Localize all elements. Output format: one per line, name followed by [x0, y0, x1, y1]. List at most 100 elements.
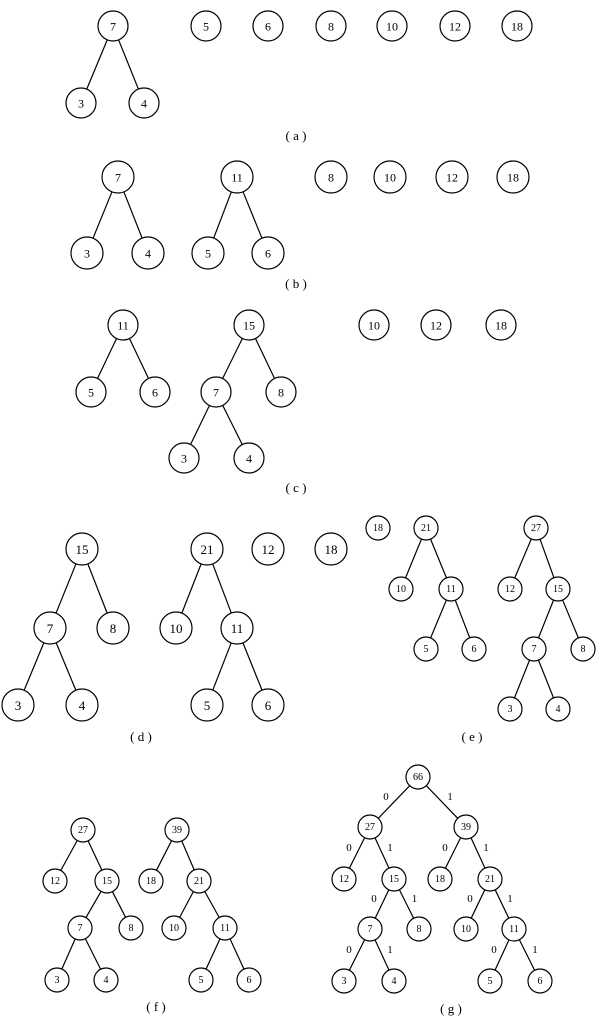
node-weight-label: 11 [117, 319, 129, 333]
tree-node: 18 [496, 160, 530, 194]
node-weight-label: 12 [339, 874, 349, 885]
tree-node: 27 [70, 817, 96, 843]
tree-edge [96, 338, 118, 379]
node-weight-label: 27 [531, 523, 541, 534]
tree-node: 7 [521, 636, 547, 662]
tree-edge [513, 659, 531, 699]
tree-edge [374, 939, 390, 971]
tree-node: 8 [118, 915, 144, 941]
panel-caption-e: ( e ) [462, 729, 483, 744]
tree-node: 18 [138, 868, 164, 894]
node-circle [438, 576, 464, 602]
tree-edge [181, 840, 195, 871]
node-weight-label: 11 [220, 923, 230, 934]
node-weight-label: 8 [328, 171, 334, 185]
tree-node: 39 [453, 814, 479, 840]
node-weight-label: 4 [392, 976, 397, 987]
tree-node: 3 [497, 696, 523, 722]
tree-edge [494, 939, 510, 971]
tree-edge [562, 599, 579, 639]
tree-node: 15 [233, 309, 265, 341]
tree-node: 7 [67, 915, 93, 941]
tree-node: 3 [65, 87, 97, 119]
tree-node: 27 [523, 515, 549, 541]
node-circle [485, 309, 517, 341]
node-weight-label: 18 [511, 20, 523, 34]
node-circle [358, 309, 390, 341]
tree-node: 11 [501, 916, 527, 942]
tree-edge [425, 785, 459, 819]
node-circle [233, 309, 265, 341]
tree-node: 3 [168, 442, 200, 474]
node-circle [453, 916, 479, 942]
tree-node: 21 [477, 866, 503, 892]
node-weight-label: 3 [508, 704, 513, 715]
node-weight-label: 6 [265, 698, 272, 713]
node-circle [405, 764, 431, 790]
tree-node: 21 [186, 868, 212, 894]
tree-node: 5 [191, 236, 225, 270]
node-weight-label: 6 [472, 644, 477, 655]
tree-node: 21 [190, 532, 224, 566]
edge-bit-label: 1 [532, 944, 538, 956]
tree-edge [254, 338, 276, 379]
tree-node: 10 [159, 611, 193, 645]
node-circle [420, 309, 452, 341]
node-circle [314, 532, 348, 566]
tree-node: 6 [139, 376, 171, 408]
tree-node: 4 [131, 236, 165, 270]
tree-edge [377, 785, 411, 819]
tree-node: 27 [357, 814, 383, 840]
node-circle [96, 611, 130, 645]
tree-edge [430, 599, 447, 639]
node-circle [186, 868, 212, 894]
tree-node: 18 [485, 309, 517, 341]
tree-edge [85, 891, 102, 918]
tree-edge [222, 338, 243, 379]
tree-edge [123, 191, 143, 239]
tree-edge [55, 642, 77, 691]
node-weight-label: 8 [328, 20, 334, 34]
panel-caption-a: ( a ) [286, 128, 307, 143]
node-circle [164, 817, 190, 843]
node-weight-label: 12 [430, 319, 442, 333]
tree-edge [470, 889, 486, 919]
tree-node: 11 [438, 576, 464, 602]
node-weight-label: 15 [243, 319, 255, 333]
tree-node: 3 [1, 688, 35, 722]
node-weight-label: 7 [368, 924, 373, 935]
node-circle [212, 915, 238, 941]
node-weight-label: 4 [79, 698, 86, 713]
node-circle [65, 532, 99, 566]
tree-node: 15 [381, 866, 407, 892]
tree-edge [205, 938, 221, 970]
node-circle [138, 868, 164, 894]
node-circle [44, 967, 70, 993]
node-weight-label: 8 [129, 923, 134, 934]
node-weight-label: 12 [446, 171, 458, 185]
node-circle [93, 967, 119, 993]
tree-edge [348, 939, 366, 971]
node-circle [101, 160, 135, 194]
tree-node: 8 [406, 916, 432, 942]
node-circle [376, 10, 408, 42]
node-circle [107, 309, 139, 341]
node-circle [521, 636, 547, 662]
node-circle [236, 967, 262, 993]
node-weight-label: 3 [55, 975, 60, 986]
node-weight-label: 21 [421, 523, 431, 534]
panel-caption-c: ( c ) [286, 480, 307, 495]
node-weight-label: 5 [88, 386, 94, 400]
tree-edge [204, 891, 220, 918]
tree-edge [537, 659, 555, 699]
node-weight-label: 7 [213, 386, 219, 400]
tree-edge [118, 39, 139, 90]
node-circle [501, 916, 527, 942]
tree-node: 6 [236, 967, 262, 993]
node-circle [128, 87, 160, 119]
node-weight-label: 18 [495, 319, 507, 333]
node-weight-label: 6 [265, 247, 271, 261]
node-circle [381, 968, 407, 994]
